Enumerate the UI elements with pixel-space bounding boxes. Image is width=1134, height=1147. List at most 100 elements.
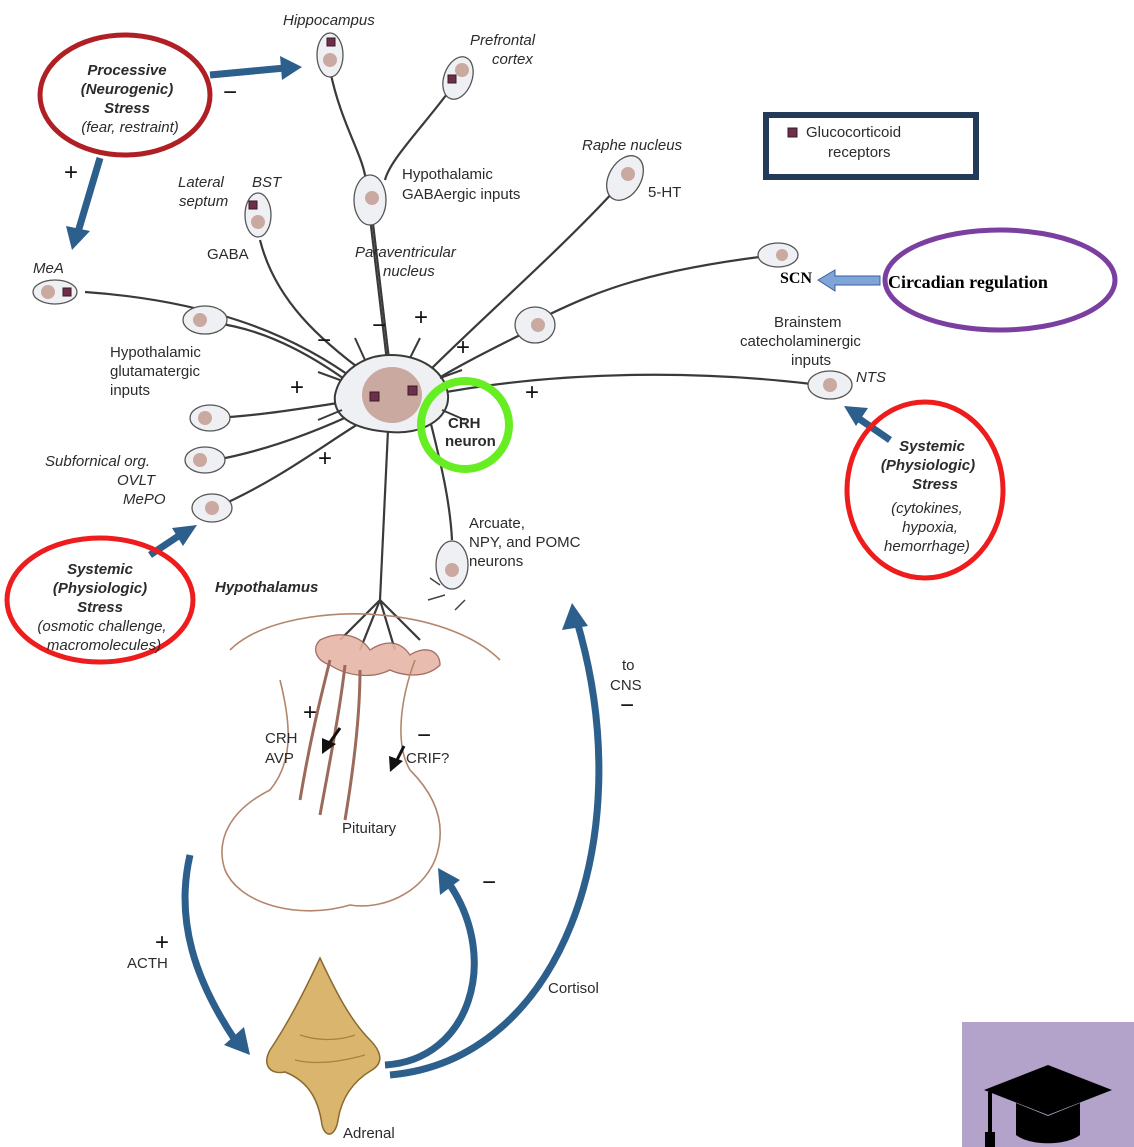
label-hypo-glu-2: glutamatergic bbox=[110, 363, 201, 380]
label-avp: AVP bbox=[265, 750, 294, 767]
label-pvn-1: Paraventricular bbox=[355, 244, 457, 261]
label-prefrontal-1: Prefrontal bbox=[470, 32, 536, 49]
systemic-left-stress-text: Systemic (Physiologic) Stress (osmotic c… bbox=[37, 561, 166, 654]
processive-line-2: (Neurogenic) bbox=[81, 81, 174, 98]
legend-box: Glucocorticoid receptors bbox=[763, 112, 979, 180]
label-hypo-gaba-1: Hypothalamic bbox=[402, 166, 493, 183]
systemic-right-line-4: (cytokines, bbox=[891, 500, 963, 517]
neuron-mea bbox=[32, 279, 78, 305]
neuron-scn bbox=[757, 242, 799, 268]
sign-minus: − bbox=[372, 312, 386, 339]
label-gaba: GABA bbox=[207, 246, 249, 263]
systemic-left-line-2: (Physiologic) bbox=[53, 580, 147, 597]
legend-label-2: receptors bbox=[828, 144, 891, 161]
crh-neuron-highlight-circle bbox=[417, 377, 513, 473]
neuron-arcuate bbox=[427, 540, 469, 611]
arrow-acth bbox=[181, 854, 238, 1042]
processive-line-3: Stress bbox=[104, 100, 150, 117]
label-hypothalamus: Hypothalamus bbox=[215, 579, 318, 596]
label-arcuate-3: neurons bbox=[469, 553, 523, 570]
axon-hippocampus bbox=[328, 69, 390, 371]
processive-line-1: Processive bbox=[87, 62, 166, 79]
label-subfornical-2: OVLT bbox=[117, 472, 157, 489]
axon-scn bbox=[547, 253, 776, 316]
label-subfornical-3: MePO bbox=[123, 491, 166, 508]
label-cns: CNS bbox=[610, 677, 642, 694]
systemic-left-line-1: Systemic bbox=[67, 561, 134, 578]
axon-mea bbox=[84, 290, 363, 386]
release-arrows bbox=[322, 727, 406, 772]
systemic-right-line-3: Stress bbox=[912, 476, 958, 493]
portal-plexus bbox=[229, 612, 501, 821]
neuron-brainstem-relay bbox=[514, 306, 556, 344]
label-nts: NTS bbox=[856, 369, 886, 386]
sign-minus: − bbox=[223, 79, 237, 106]
neuron-hippocampus bbox=[316, 32, 344, 78]
label-hypo-glu-3: inputs bbox=[110, 382, 150, 399]
legend-label-1: Glucocorticoid bbox=[806, 124, 901, 141]
axon-raphe bbox=[424, 189, 616, 376]
gr-marker bbox=[407, 385, 418, 396]
sign-plus: + bbox=[414, 304, 428, 331]
label-brainstem-1: Brainstem bbox=[774, 314, 842, 331]
label-arcuate-2: NPY, and POMC bbox=[469, 534, 581, 551]
arrow-processive-to-mea bbox=[74, 157, 104, 233]
sign-minus: − bbox=[417, 722, 431, 749]
sign-minus: − bbox=[620, 692, 634, 719]
label-raphe: Raphe nucleus bbox=[582, 137, 683, 154]
sign-plus: + bbox=[456, 334, 470, 361]
axon-subfornical-3 bbox=[214, 417, 369, 510]
label-pvn-2: nucleus bbox=[383, 263, 435, 280]
processive-stress-circle bbox=[37, 32, 213, 158]
arrow-cortisol-to-cns bbox=[389, 624, 603, 1079]
neuron-hypo-glu bbox=[182, 305, 228, 335]
systemic-right-line-2: (Physiologic) bbox=[881, 457, 975, 474]
neuron-hypo-gaba bbox=[353, 174, 387, 226]
systemic-left-line-5: macromolecules) bbox=[47, 637, 161, 654]
label-lateral-1: Lateral bbox=[178, 174, 225, 191]
label-hypo-glu-1: Hypothalamic bbox=[110, 344, 201, 361]
systemic-right-line-6: hemorrhage) bbox=[884, 538, 970, 555]
gr-marker bbox=[369, 391, 380, 402]
axon-prefrontal bbox=[383, 89, 451, 181]
neuron-raphe bbox=[606, 155, 644, 201]
circadian-circle bbox=[882, 227, 1118, 333]
corner-tile[interactable] bbox=[962, 1022, 1134, 1147]
systemic-left-stress-circle bbox=[4, 535, 196, 665]
sign-plus: + bbox=[303, 699, 317, 726]
label-hippocampus: Hippocampus bbox=[283, 12, 375, 29]
label-crh-neuron-2: neuron bbox=[445, 433, 496, 450]
label-scn: SCN bbox=[780, 270, 812, 287]
axon-arcuate bbox=[428, 419, 454, 541]
pituitary-gland bbox=[221, 659, 441, 912]
label-lateral-2: septum bbox=[179, 193, 228, 210]
processive-stress-text: Processive (Neurogenic) Stress (fear, re… bbox=[81, 62, 179, 136]
axon-median-eminence bbox=[378, 429, 390, 601]
label-5ht: 5-HT bbox=[648, 184, 681, 201]
label-circadian: Circadian regulation bbox=[888, 272, 1048, 292]
sign-plus: + bbox=[290, 374, 304, 401]
sign-plus: + bbox=[64, 159, 78, 186]
neuron-subfornical-1 bbox=[189, 404, 231, 432]
sign-minus: − bbox=[482, 869, 496, 896]
label-subfornical-1: Subfornical org. bbox=[45, 453, 150, 470]
label-pituitary: Pituitary bbox=[342, 820, 397, 837]
label-brainstem-3: inputs bbox=[791, 352, 831, 369]
sign-plus: + bbox=[318, 445, 332, 472]
sign-plus: + bbox=[525, 379, 539, 406]
feedback-arrows bbox=[66, 56, 892, 1079]
label-crh-neuron-1: CRH bbox=[448, 415, 481, 432]
systemic-right-line-1: Systemic bbox=[899, 438, 966, 455]
sign-plus: + bbox=[155, 929, 169, 956]
arrow-systemic-to-nts bbox=[856, 415, 892, 443]
axon-lateral-septum bbox=[258, 239, 369, 376]
systemic-right-stress-text: Systemic (Physiologic) Stress (cytokines… bbox=[881, 438, 975, 555]
label-cortisol: Cortisol bbox=[548, 980, 599, 997]
neuron-subfornical-2 bbox=[184, 446, 226, 474]
sign-minus: − bbox=[317, 327, 331, 354]
axon-terminals bbox=[339, 599, 421, 651]
graduation-cap-icon bbox=[984, 1065, 1112, 1147]
label-acth: ACTH bbox=[127, 955, 168, 972]
systemic-left-line-3: Stress bbox=[77, 599, 123, 616]
